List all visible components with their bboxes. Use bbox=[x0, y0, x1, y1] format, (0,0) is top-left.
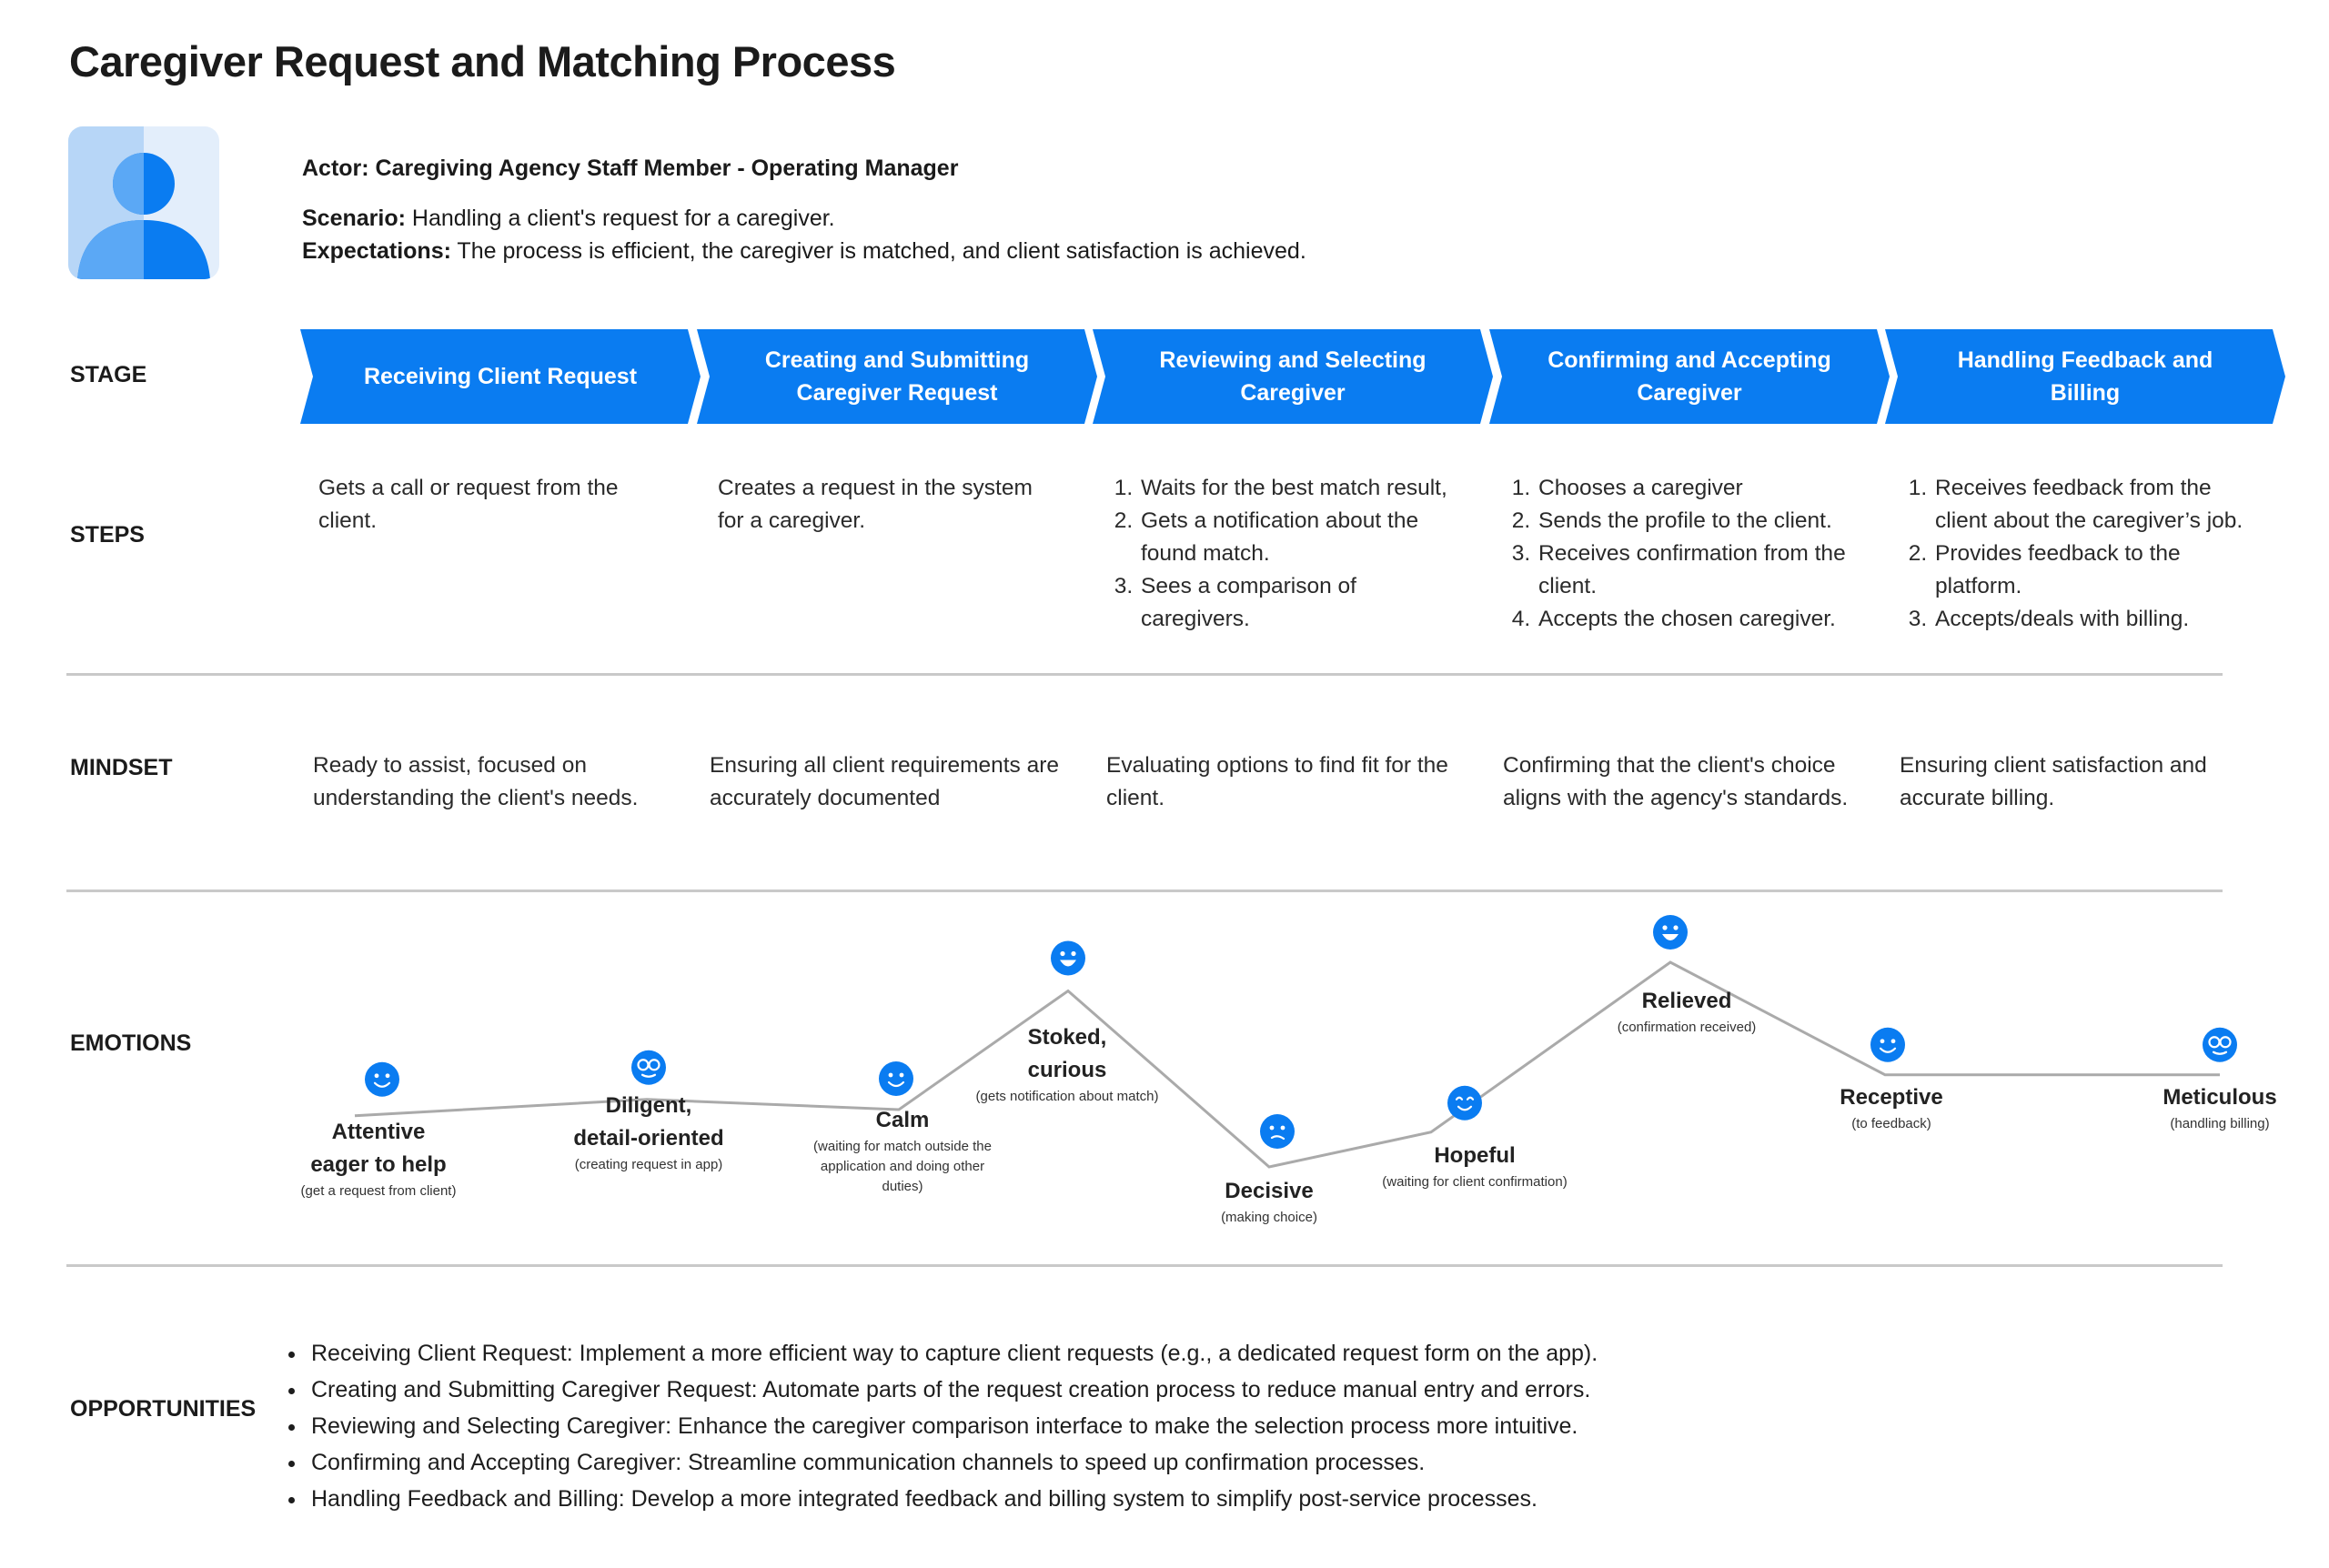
step-item: Sends the profile to the client. bbox=[1537, 505, 1867, 538]
emotion-point: Calm (waiting for match outside the appli… bbox=[802, 1104, 1003, 1197]
row-label-steps: STEPS bbox=[70, 522, 145, 548]
emotion-note: (to feedback) bbox=[1851, 1116, 1931, 1131]
grin-icon bbox=[1051, 940, 1085, 976]
steps-cell: Gets a call or request from the client. bbox=[318, 476, 619, 533]
grin-icon bbox=[1653, 915, 1688, 950]
opportunity-item: Creating and Submitting Caregiver Reques… bbox=[308, 1372, 1598, 1408]
emotion-note: (making choice) bbox=[1221, 1210, 1317, 1225]
row-label-emotions: EMOTIONS bbox=[70, 1030, 192, 1056]
page-title: Caregiver Request and Matching Process bbox=[69, 37, 896, 85]
emotion-note: (handling billing) bbox=[2170, 1116, 2270, 1131]
divider bbox=[66, 890, 2223, 892]
step-item: Receives feedback from the client about … bbox=[1933, 472, 2268, 538]
stage-chevron: Confirming and Accepting Caregiver bbox=[1489, 329, 1890, 424]
emotion-note: (waiting for match outside the applicati… bbox=[813, 1139, 992, 1194]
stage-chevron: Handling Feedback and Billing bbox=[1885, 329, 2285, 424]
step-item: Provides feedback to the platform. bbox=[1933, 538, 2268, 603]
stage-label: Creating and Submitting Caregiver Reques… bbox=[764, 347, 1030, 406]
emotion-note: (waiting for client confirmation) bbox=[1382, 1174, 1568, 1190]
thinking-face-icon bbox=[1260, 1114, 1295, 1149]
emotion-label: Receptive bbox=[1840, 1085, 1943, 1110]
step-item: Waits for the best match result, bbox=[1139, 472, 1469, 505]
emotion-note: (confirmation received) bbox=[1617, 1020, 1757, 1035]
mindset-cell: Ensuring all client requirements are acc… bbox=[710, 753, 1060, 810]
opportunities-list: Receiving Client Request: Implement a mo… bbox=[284, 1335, 1598, 1517]
stage-chevron: Creating and Submitting Caregiver Reques… bbox=[697, 329, 1097, 424]
emotion-note: (get a request from client) bbox=[300, 1183, 457, 1199]
opportunity-item: Handling Feedback and Billing: Develop a… bbox=[308, 1481, 1598, 1517]
stage-label: Reviewing and Selecting Caregiver bbox=[1159, 347, 1427, 406]
glasses-face-icon bbox=[2203, 1027, 2237, 1062]
step-item: Sees a comparison of caregivers. bbox=[1139, 570, 1469, 636]
emotion-note: (gets notification about match) bbox=[975, 1089, 1159, 1104]
step-item: Accepts the chosen caregiver. bbox=[1537, 603, 1867, 636]
emotion-point: Meticulous (handling billing) bbox=[2102, 1081, 2329, 1134]
emotion-label: Calm bbox=[875, 1108, 930, 1132]
emotion-note: (creating request in app) bbox=[574, 1157, 723, 1172]
emotion-point: Hopeful (waiting for client confirmation) bbox=[1356, 1140, 1593, 1192]
scenario-label: Scenario: bbox=[302, 206, 406, 231]
divider bbox=[66, 673, 2223, 676]
expectations-text: The process is efficient, the caregiver … bbox=[450, 238, 1306, 264]
step-item: Accepts/deals with billing. bbox=[1933, 603, 2268, 636]
emotion-point: Diligent, detail-oriented (creating reque… bbox=[530, 1090, 767, 1175]
stage-label: Handling Feedback and Billing bbox=[1957, 347, 2213, 406]
mindset-cell: Evaluating options to find fit for the c… bbox=[1106, 753, 1448, 810]
person-icon bbox=[68, 126, 219, 279]
opportunity-item: Receiving Client Request: Implement a mo… bbox=[308, 1335, 1598, 1372]
scenario-line: Scenario: Handling a client's request fo… bbox=[302, 202, 835, 235]
smile-icon bbox=[365, 1061, 399, 1097]
emotion-label: Stoked, curious bbox=[1027, 1025, 1107, 1082]
step-item: Receives confirmation from the client. bbox=[1537, 538, 1867, 603]
step-item: Chooses a caregiver bbox=[1537, 472, 1867, 505]
row-label-mindset: MINDSET bbox=[70, 755, 173, 780]
steps-cell: Chooses a caregiverSends the profile to … bbox=[1507, 472, 1867, 636]
emotion-label: Attentive eager to help bbox=[310, 1120, 447, 1177]
emotion-label: Meticulous bbox=[2163, 1085, 2277, 1110]
mindset-cell: Confirming that the client's choice alig… bbox=[1503, 753, 1849, 810]
emotion-point: Attentive eager to help (get a request fr… bbox=[260, 1116, 497, 1201]
glasses-face-icon bbox=[631, 1050, 666, 1085]
emotion-point: Stoked, curious (gets notification about … bbox=[949, 1021, 1185, 1107]
smile-icon bbox=[879, 1061, 913, 1096]
mindset-cell: Ready to assist, focused on understandin… bbox=[313, 753, 639, 810]
emotion-point: Relieved (confirmation received) bbox=[1568, 985, 1805, 1038]
stage-chevron: Receiving Client Request bbox=[300, 329, 701, 424]
smile-icon bbox=[1870, 1027, 1905, 1062]
expectations-label: Expectations: bbox=[302, 238, 451, 264]
opportunity-item: Confirming and Accepting Caregiver: Stre… bbox=[308, 1444, 1598, 1481]
emotion-point: Receptive (to feedback) bbox=[1773, 1081, 2010, 1134]
opportunity-item: Reviewing and Selecting Caregiver: Enhan… bbox=[308, 1408, 1598, 1444]
emotion-line bbox=[354, 960, 2220, 1169]
stage-label: Confirming and Accepting Caregiver bbox=[1548, 347, 1831, 406]
emotion-label: Decisive bbox=[1225, 1179, 1314, 1203]
expectations-line: Expectations: The process is efficient, … bbox=[302, 235, 1306, 267]
divider bbox=[66, 1264, 2223, 1267]
avatar bbox=[68, 126, 219, 279]
emotion-label: Hopeful bbox=[1434, 1143, 1516, 1168]
emotion-label: Relieved bbox=[1641, 989, 1732, 1013]
row-label-opportunities: OPPORTUNITIES bbox=[70, 1396, 257, 1422]
emotion-point: Decisive (making choice) bbox=[1151, 1175, 1387, 1228]
steps-cell: Waits for the best match result,Gets a n… bbox=[1110, 472, 1469, 636]
content-face-icon bbox=[1447, 1085, 1482, 1121]
scenario-text: Handling a client's request for a caregi… bbox=[405, 206, 835, 231]
stage-chevron: Reviewing and Selecting Caregiver bbox=[1093, 329, 1493, 424]
actor-label: Actor: Caregiving Agency Staff Member - … bbox=[302, 156, 959, 181]
steps-cell: Creates a request in the system for a ca… bbox=[718, 476, 1033, 533]
emotion-label: Diligent, detail-oriented bbox=[573, 1093, 724, 1151]
stage-label: Receiving Client Request bbox=[363, 364, 638, 389]
mindset-cell: Ensuring client satisfaction and accurat… bbox=[1900, 753, 2207, 810]
step-item: Gets a notification about the found matc… bbox=[1139, 505, 1469, 570]
row-label-stage: STAGE bbox=[70, 362, 147, 387]
steps-cell: Receives feedback from the client about … bbox=[1904, 472, 2268, 636]
